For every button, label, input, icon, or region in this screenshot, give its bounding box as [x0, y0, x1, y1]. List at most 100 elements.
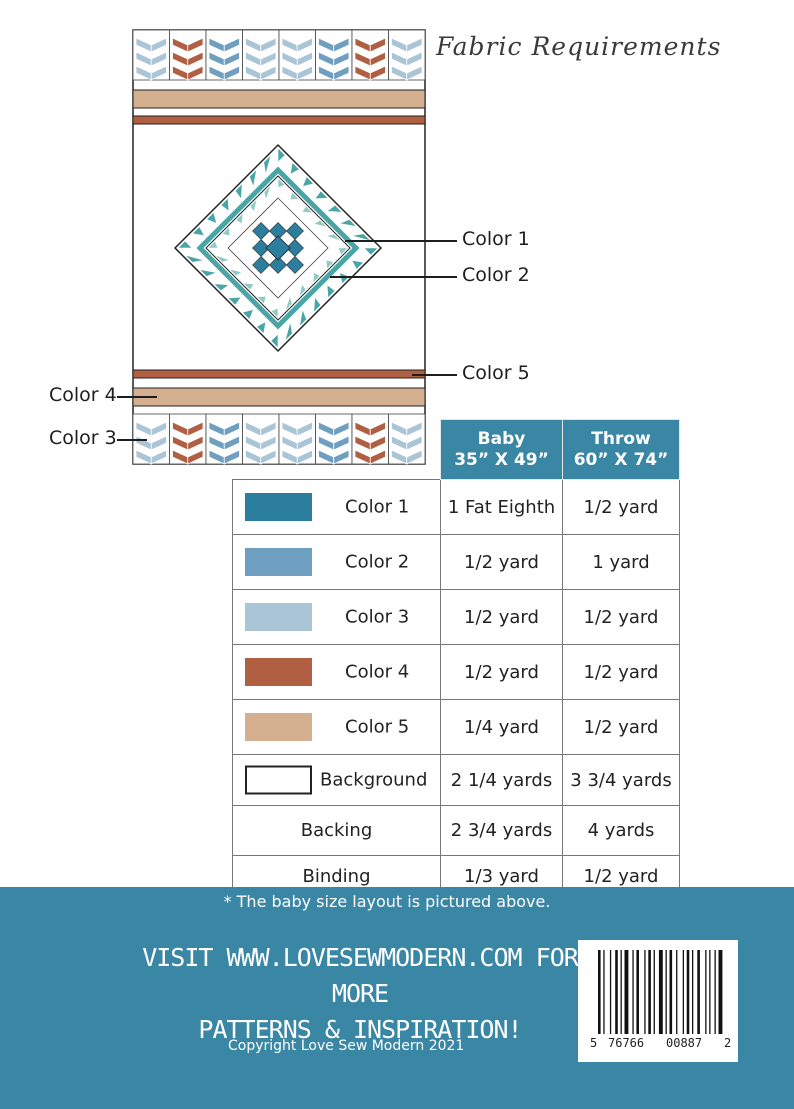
throw-amount: 4 yards [562, 805, 680, 856]
color4-swatch [245, 658, 312, 686]
goose-triangle [298, 308, 307, 328]
callout-color5: Color 5 [462, 362, 530, 384]
chevron-piece [296, 421, 313, 437]
throw-amount: 1 yard [562, 534, 680, 590]
chevron-piece [296, 51, 313, 67]
row-label-cell: Color 4 [232, 644, 441, 700]
color5-top-strip [132, 89, 426, 109]
chevron-piece [333, 435, 350, 451]
chevron-piece [187, 421, 204, 437]
goose-triangle [256, 321, 267, 335]
goose-triangle [234, 182, 243, 200]
row-label: Backing [232, 805, 441, 856]
throw-amount: 3 3/4 yards [562, 754, 680, 806]
barcode-bar [644, 950, 646, 1034]
header-throw-size: 60” X 74” [573, 449, 669, 470]
color5-swatch [245, 713, 312, 741]
chevron-piece [260, 65, 277, 81]
chevron-piece [223, 65, 240, 81]
chevron-piece [187, 435, 204, 451]
copyright-text: Copyright Love Sew Modern 2021 [228, 1038, 465, 1054]
goose-triangle [277, 177, 286, 189]
chevron-piece [369, 421, 386, 437]
background-swatch [245, 765, 312, 795]
chevron-piece [333, 37, 350, 53]
barcode-bar [609, 950, 612, 1034]
chevron-piece [296, 65, 313, 81]
chevron-piece [333, 65, 350, 81]
chevron-piece [296, 435, 313, 451]
barcode-bar [665, 950, 667, 1034]
barcode-bar [709, 950, 711, 1034]
visit-line-1: Visit www.lovesewmodern.com for more [142, 943, 579, 1008]
goose-triangle [363, 247, 379, 256]
barcode-bar [653, 950, 655, 1034]
table-header-blank [233, 420, 441, 480]
chevron-piece [260, 51, 277, 67]
goose-triangle [177, 240, 193, 249]
callout-line-color1 [345, 240, 457, 242]
chevron-piece [150, 449, 167, 465]
chevron-piece [333, 51, 350, 67]
chevron-piece [187, 65, 204, 81]
row-label: Color 2 [345, 551, 410, 573]
goose-triangle [351, 259, 365, 270]
goose-triangle [289, 191, 300, 201]
goose-triangle [221, 226, 231, 237]
callout-line-color3 [117, 439, 147, 441]
goose-triangle [249, 168, 258, 188]
goose-triangle [249, 198, 258, 213]
goose-triangle [337, 247, 349, 256]
barcode-bar [636, 950, 639, 1034]
chevron-piece [406, 435, 423, 451]
goose-triangle [351, 233, 372, 242]
table-header-baby: Baby 35” X 49” [440, 419, 563, 480]
goose-triangle [207, 240, 219, 249]
table-row: Backing 2 3/4 yards 4 yards [232, 805, 680, 856]
diamond-frame [196, 166, 360, 330]
core-square [269, 256, 287, 274]
goose-triangle [184, 254, 205, 263]
goose-triangle [206, 211, 218, 224]
chevron-piece [369, 435, 386, 451]
goose-triangle [241, 308, 254, 320]
row-label-cell: Background [232, 754, 441, 806]
chevron-piece [150, 65, 167, 81]
header-throw-name: Throw [591, 428, 651, 449]
baby-amount: 2 3/4 yards [440, 805, 563, 856]
goose-triangle [284, 321, 293, 342]
row-label-cell: Color 5 [232, 699, 441, 755]
barcode-bar [686, 950, 690, 1034]
chevron-piece [150, 435, 167, 451]
header-baby-size: 35” X 49” [454, 449, 549, 470]
chevron-piece [406, 51, 423, 67]
chevron-piece [406, 421, 423, 437]
baby-amount: 1/4 yard [440, 699, 563, 755]
barcode-bar [682, 950, 684, 1034]
barcode-bar [718, 950, 723, 1034]
callout-color1: Color 1 [462, 228, 530, 250]
baby-size-note: * The baby size layout is pictured above… [223, 892, 551, 911]
goose-triangle [326, 284, 336, 299]
color1-swatch [245, 493, 312, 521]
barcode-bar [620, 950, 622, 1034]
goose-triangle [227, 296, 242, 306]
callout-line-color5 [412, 374, 457, 376]
barcode-bars [598, 950, 723, 1034]
goose-triangle [277, 147, 286, 163]
chevron-piece [260, 421, 277, 437]
goose-triangle [325, 233, 342, 242]
row-label-cell: Color 2 [232, 534, 441, 590]
goose-triangle [228, 268, 243, 277]
chevron-piece [260, 449, 277, 465]
throw-amount: 1/2 yard [562, 589, 680, 645]
table-header-throw: Throw 60” X 74” [562, 419, 680, 480]
baby-amount: 1/2 yard [440, 644, 563, 700]
row-label: Color 3 [345, 606, 410, 628]
header-baby-name: Baby [477, 428, 526, 449]
chevron-piece [369, 65, 386, 81]
barcode-bar [669, 950, 673, 1034]
barcode-right-digits: 00887 [666, 1036, 703, 1050]
chevron-piece [187, 51, 204, 67]
goose-triangle [312, 271, 321, 284]
